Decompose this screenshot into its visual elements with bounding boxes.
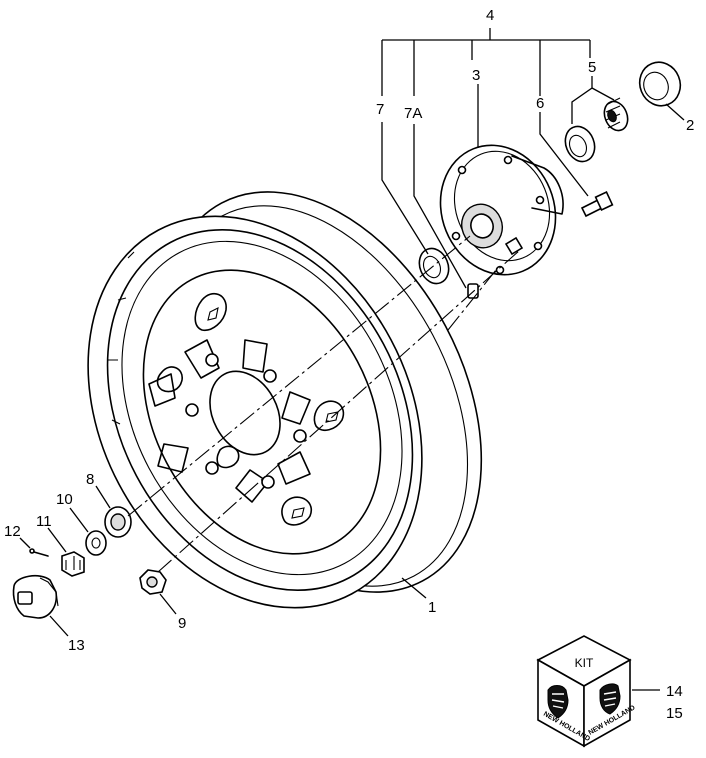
callout-14: 14 (666, 683, 683, 700)
outer-bearing-cup (564, 125, 596, 163)
callout-9: 9 (178, 615, 186, 632)
hub-nut (104, 506, 132, 538)
castle-nut (61, 551, 85, 577)
assembly-lines (127, 235, 521, 573)
callout-3: 3 (472, 67, 480, 84)
callout-12: 12 (4, 523, 21, 540)
wheel-bolt (580, 191, 614, 218)
callout-8: 8 (86, 471, 94, 488)
callout-7a: 7A (404, 105, 422, 122)
wheel-rim (87, 191, 483, 609)
dust-cap (638, 61, 682, 107)
callout-10: 10 (56, 491, 73, 508)
kit-label: KIT (575, 656, 594, 670)
callout-13: 13 (68, 637, 85, 654)
callout-5: 5 (588, 59, 596, 76)
washer (85, 530, 107, 556)
hub-cap (12, 574, 59, 619)
outer-bearing-cone (603, 97, 629, 132)
cotter-pin (29, 548, 49, 557)
callout-labels: 4 3 7 7A 6 5 2 1 8 10 11 12 13 9 14 15 (4, 7, 694, 722)
callout-7: 7 (376, 101, 384, 118)
callout-1: 1 (428, 599, 436, 616)
callout-15: 15 (666, 705, 683, 722)
wheel-nut (139, 569, 167, 595)
callout-6: 6 (536, 95, 544, 112)
inner-bearing-cup (418, 247, 450, 285)
hub-assembly (439, 144, 564, 276)
callout-11: 11 (36, 513, 52, 530)
kit-cube: KIT NEW HOLLAND NEW HOLLAND (536, 635, 636, 748)
grease-fitting (467, 283, 479, 299)
callout-4: 4 (486, 7, 494, 24)
callout-2: 2 (686, 117, 694, 134)
leader-lines (19, 28, 685, 691)
